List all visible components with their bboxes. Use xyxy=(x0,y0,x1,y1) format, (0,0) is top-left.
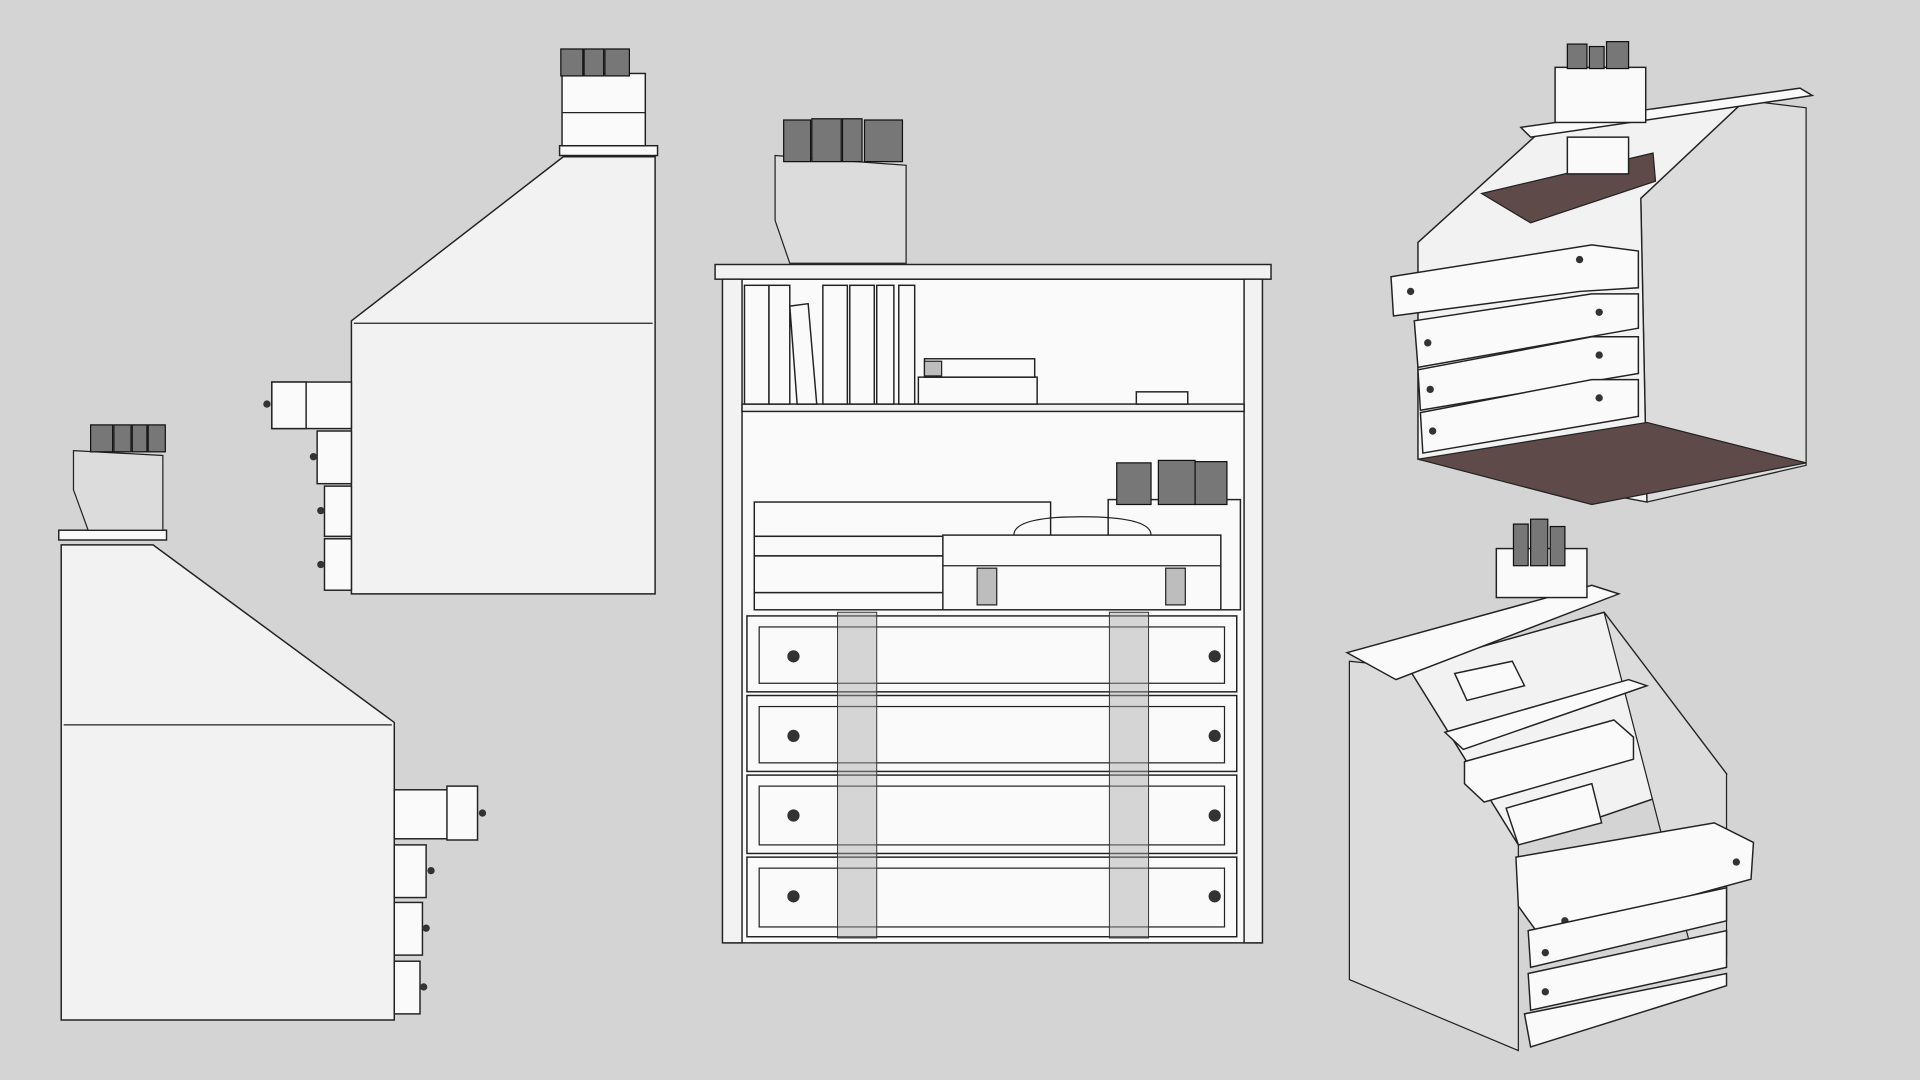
front-view xyxy=(714,118,1272,944)
pencils-icon xyxy=(90,424,166,453)
isometric-view-bottom xyxy=(1344,518,1755,1052)
drawers xyxy=(746,611,1238,939)
side-view-right xyxy=(263,48,659,595)
books xyxy=(743,284,1189,405)
side-view-left xyxy=(58,424,487,1021)
toolbox xyxy=(942,516,1222,611)
isometric-view-top xyxy=(1390,41,1815,506)
